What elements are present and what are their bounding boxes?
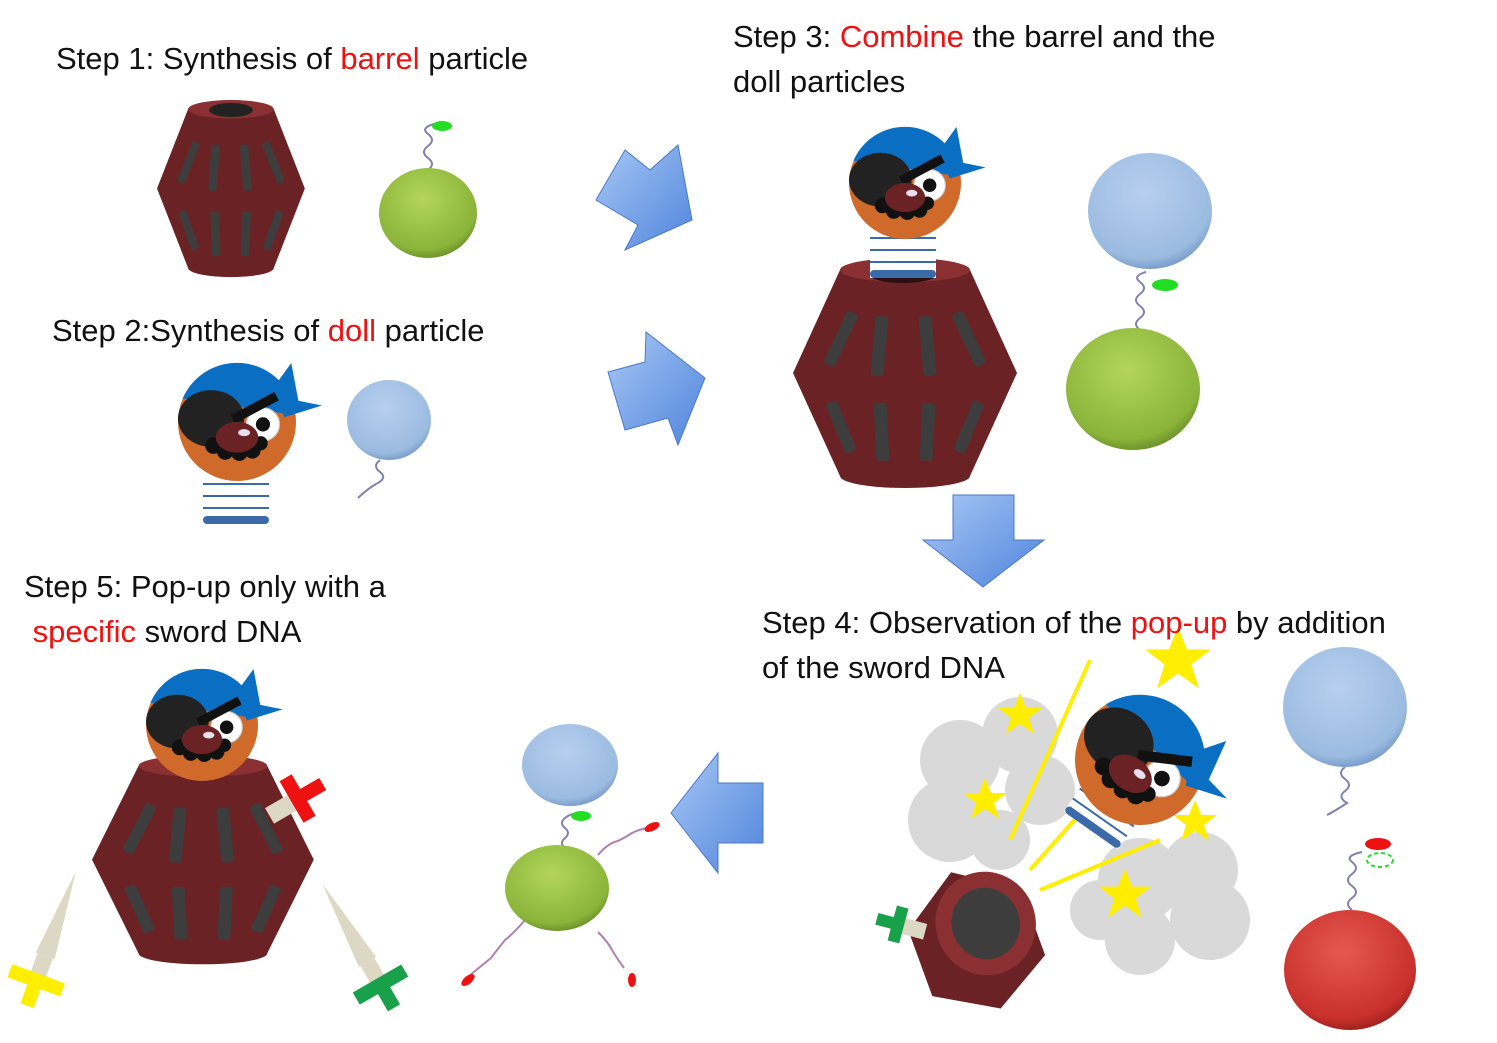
step3-text: Step 3: xyxy=(733,19,840,54)
arrow-step2-to-step3 xyxy=(607,331,706,447)
step2-suffix: particle xyxy=(375,313,485,348)
step5-suffix: sword DNA xyxy=(136,614,302,649)
blue-green-particle-pair xyxy=(1066,153,1212,450)
barrel-particle xyxy=(157,100,305,278)
step2-text: Step 2:Synthesis of xyxy=(52,313,328,348)
pop-up-explosion xyxy=(875,627,1255,1009)
step5-highlight: specific xyxy=(32,614,136,649)
step4-text: Step 4: Observation of the xyxy=(762,605,1131,640)
released-particles xyxy=(1283,647,1416,1030)
green-particle-with-dna xyxy=(379,121,477,258)
arrow-step1-to-step3 xyxy=(595,144,693,252)
combined-barrel-doll xyxy=(793,126,1017,488)
step3-caption: Step 3: Combine the barrel and the doll p… xyxy=(733,14,1216,104)
step3-highlight: Combine xyxy=(839,19,964,54)
step5-caption: Step 5: Pop-up only with a specific swor… xyxy=(24,564,386,654)
step4-suffix: by addition xyxy=(1227,605,1386,640)
unreacted-particles xyxy=(461,724,660,987)
step2-caption: Step 2:Synthesis of doll particle xyxy=(52,308,485,353)
doll-particle xyxy=(177,362,323,525)
step4-caption: Step 4: Observation of the pop-up by add… xyxy=(762,600,1386,690)
step4-line2: of the sword DNA xyxy=(762,650,1005,685)
step3-line2: doll particles xyxy=(733,64,906,99)
step5-text: Step 5: Pop-up only with a xyxy=(24,569,386,604)
step1-suffix: particle xyxy=(419,41,529,76)
step3-suffix: the barrel and the xyxy=(963,19,1216,54)
step1-highlight: barrel xyxy=(340,41,420,76)
step2-highlight: doll xyxy=(327,313,376,348)
step1-caption: Step 1: Synthesis of barrel particle xyxy=(56,36,528,81)
arrow-step4-to-step5 xyxy=(670,751,764,875)
step1-text: Step 1: Synthesis of xyxy=(56,41,341,76)
blue-particle-with-dna xyxy=(347,380,431,499)
arrow-step3-to-step4 xyxy=(921,494,1046,588)
specific-pop-up xyxy=(7,668,409,1012)
step4-highlight: pop-up xyxy=(1130,605,1228,640)
